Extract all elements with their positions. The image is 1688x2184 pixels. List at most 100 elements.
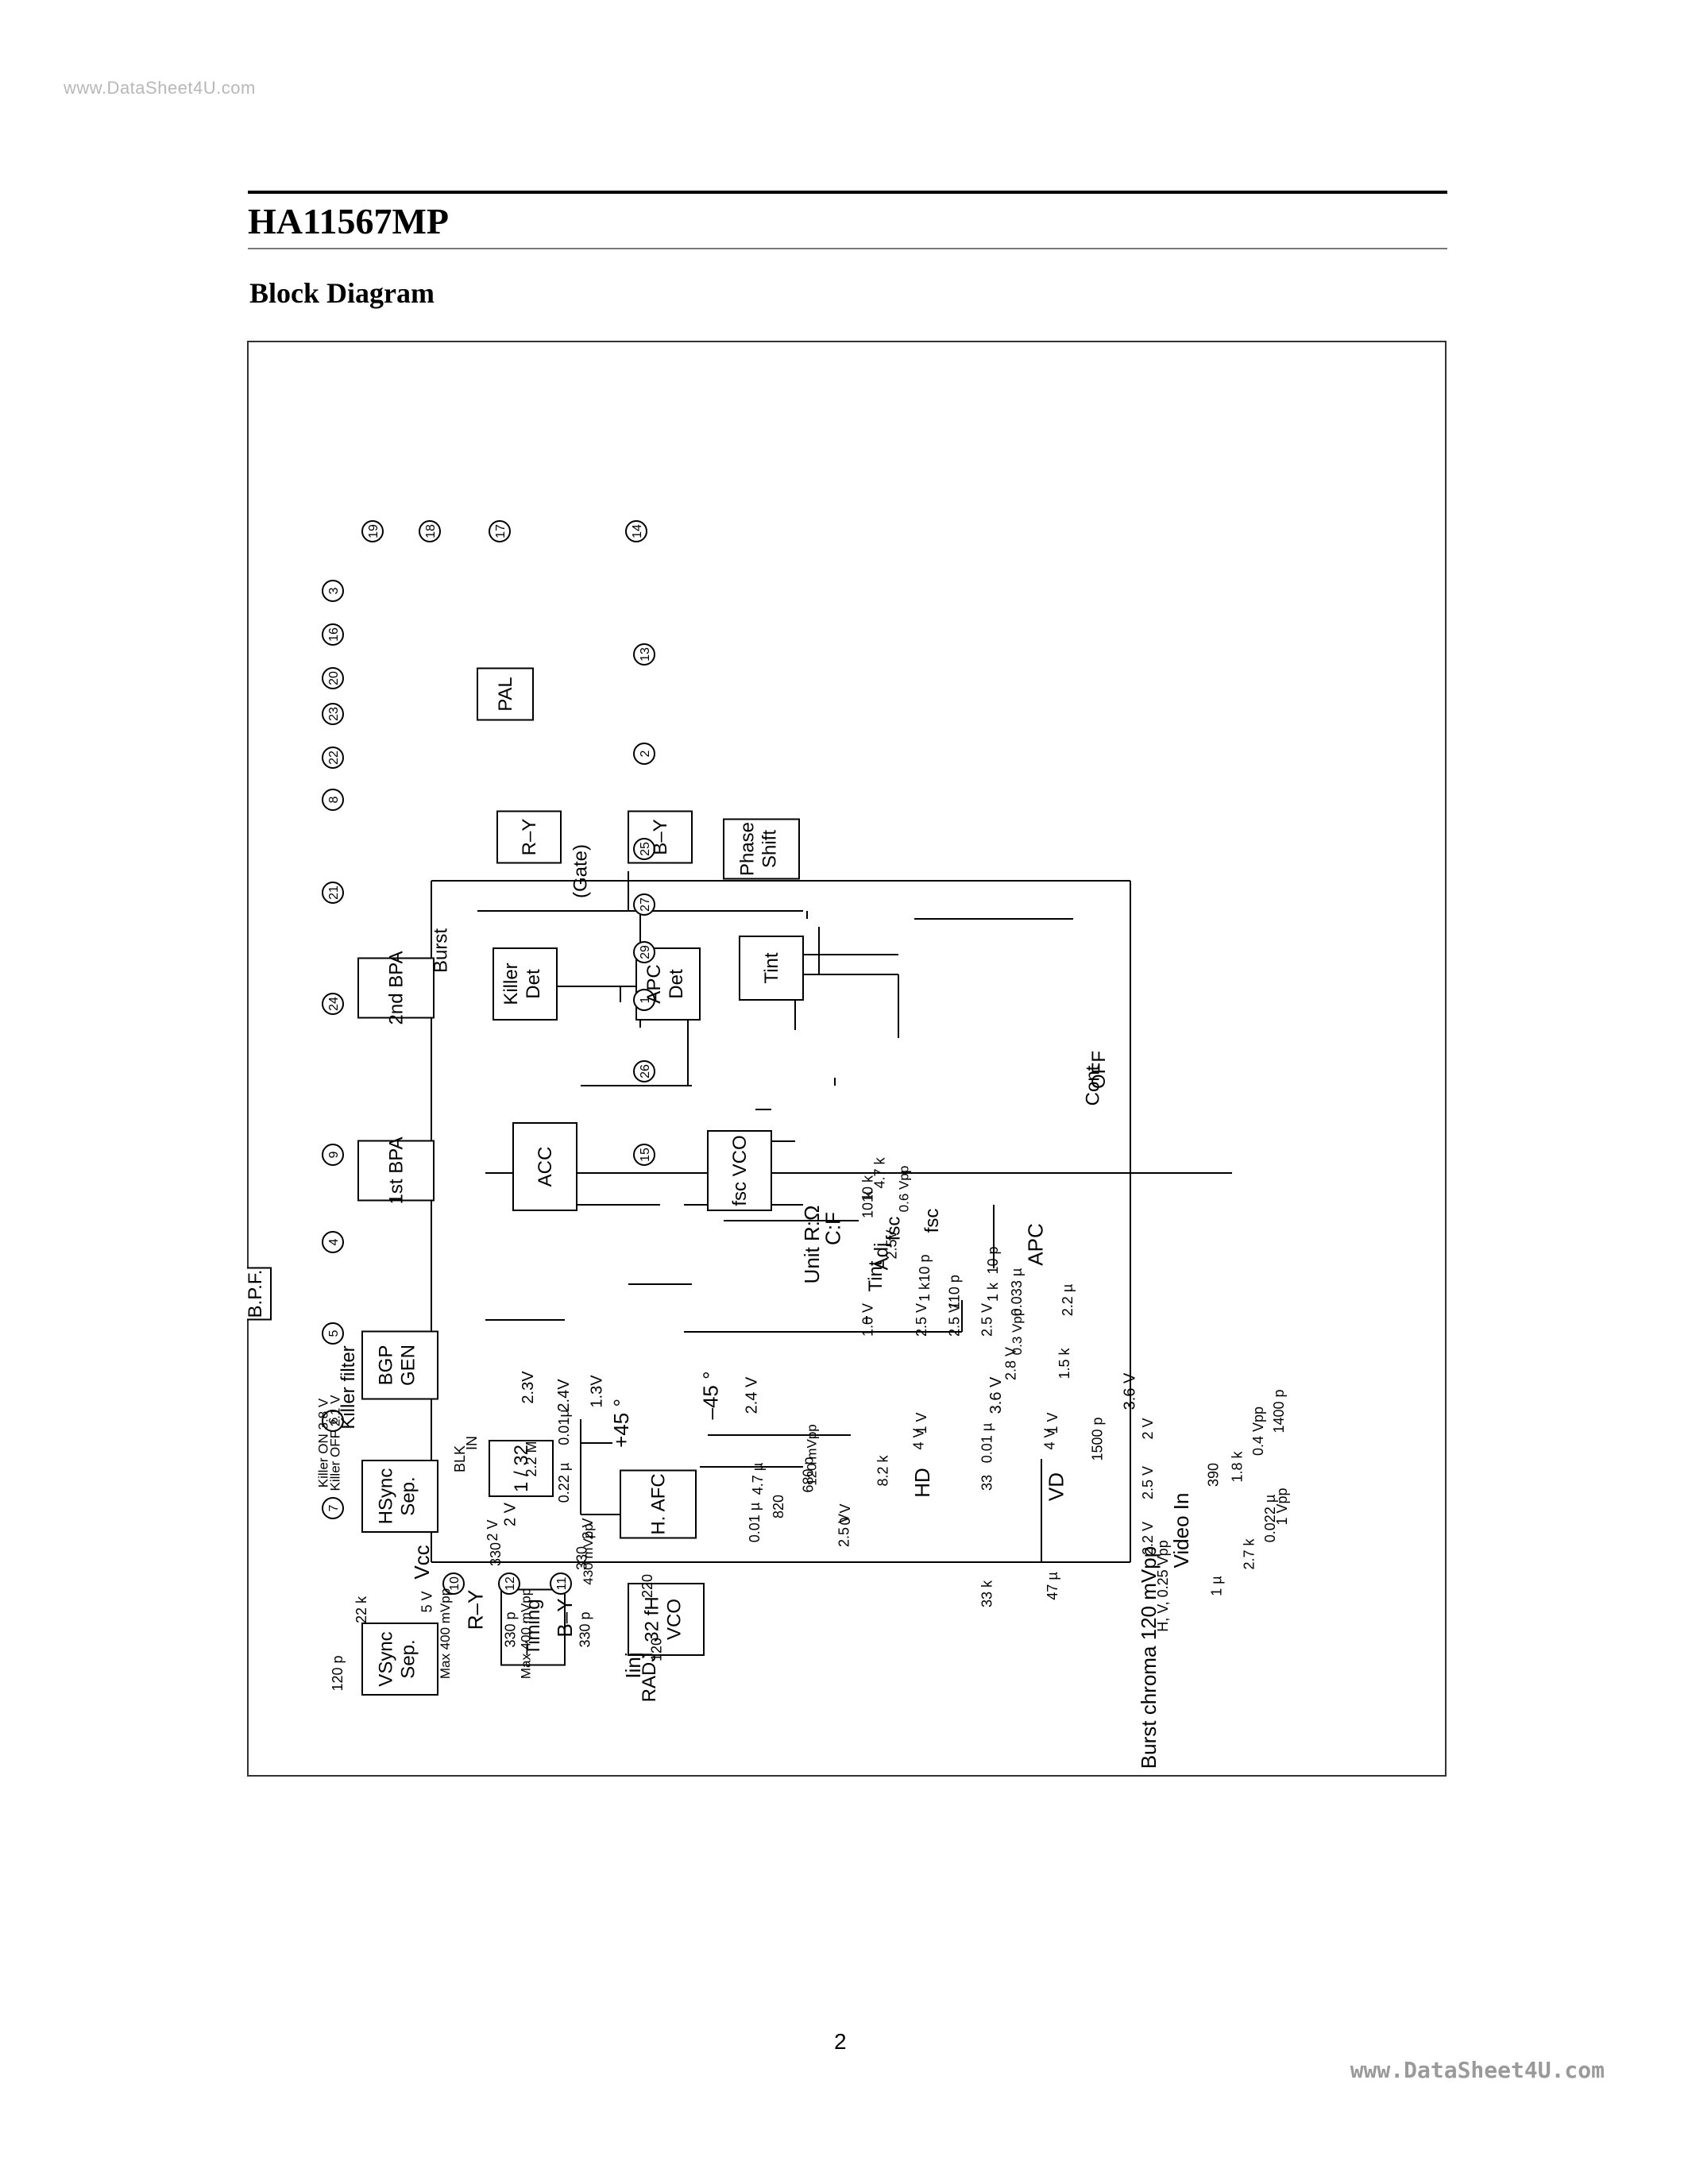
pin-number: 29	[639, 945, 652, 959]
label-c-2-2u: 2.2 µ	[1060, 1284, 1076, 1316]
pin-16	[322, 623, 344, 646]
label-c-120p: 120 p	[330, 1655, 346, 1691]
pin-number: 18	[424, 524, 438, 538]
pin-27	[633, 893, 655, 916]
label-r-820: 820	[771, 1495, 786, 1518]
label-c-330p-b: 330 p	[577, 1611, 593, 1647]
label-apc: APC	[1023, 1223, 1047, 1265]
pin-13	[633, 643, 655, 666]
pin-number: 3	[327, 587, 341, 594]
label-r-33k: 33 k	[979, 1580, 995, 1607]
block-pal	[477, 667, 534, 721]
watermark-bottom: www.DataSheet4U.com	[1350, 2057, 1605, 2083]
pin-6	[322, 1410, 344, 1432]
pin-number: 10	[448, 1576, 462, 1591]
label-v5: 5 V	[419, 1591, 435, 1612]
label-mvpp430: 430 mVpp	[581, 1523, 596, 1585]
pin-number: 24	[327, 997, 341, 1011]
label-v4-b: 4 V	[1041, 1428, 1057, 1449]
block-label-vco32-2: VCO	[664, 1599, 686, 1640]
label-radj: RADJ	[639, 1653, 660, 1703]
pin-24	[322, 993, 344, 1015]
block-phase-shift	[723, 818, 800, 880]
label-r-1k-b: 1 k	[985, 1282, 1001, 1302]
label-r-1-5k: 1.5 k	[1056, 1347, 1072, 1379]
block-label-killer-det-2: Det	[523, 969, 544, 999]
pin-number: 7	[327, 1504, 341, 1511]
label-killer-filter: Killer filter	[338, 1345, 359, 1429]
label-blk-in-1: BLK	[452, 1445, 468, 1472]
label-r-10k-a: 10 k	[860, 1190, 876, 1218]
block-label-apc-det-1: APC	[643, 964, 665, 1003]
label-c-0-01u-a: 0.01µ	[556, 1409, 572, 1445]
label-killer-on: Killer ON 3.8 V	[315, 1398, 330, 1488]
block-label-pal: PAL	[495, 677, 516, 712]
pin-3	[322, 580, 344, 602]
label-ry-out: R–Y	[463, 1590, 487, 1630]
label-r-4-7k: 4.7 k	[872, 1156, 888, 1188]
label-vpp1: 1 Vpp	[1274, 1488, 1290, 1525]
label-v2-5-f: 2.5 V	[979, 1303, 995, 1337]
watermark-top: www.DataSheet4U.com	[64, 78, 256, 98]
label-c-1500p: 1500 p	[1089, 1417, 1105, 1461]
diagram-frame	[247, 341, 1447, 1777]
pin-number: 25	[639, 842, 652, 856]
block-label-fsc-vco: fsc VCO	[729, 1135, 751, 1206]
label-vpp03: 0.3 Vpp	[1010, 1309, 1025, 1356]
block-label-phase-shift-2: Shift	[759, 830, 781, 868]
label-mvpp120: 120 mVpp	[804, 1424, 819, 1486]
pin-18	[419, 520, 441, 542]
block-label-r-y: R–Y	[519, 819, 540, 856]
block-bgp-gen	[361, 1330, 438, 1400]
label-fsc-2: fsc	[921, 1209, 943, 1233]
block-label-vsync-1: VSync	[376, 1631, 397, 1686]
label-r-330-b: 330	[574, 1546, 590, 1570]
label-c-0-01u-b: 0.01 µ	[747, 1503, 763, 1542]
label-r-2-2m: 2.2 M	[523, 1441, 539, 1476]
label-v2-pin18: 2 V	[485, 1519, 500, 1541]
label-plus45: +45 °	[609, 1399, 633, 1448]
label-max400-b: Max 400 mVpp	[518, 1588, 533, 1679]
label-v2-5-c: 2.5V	[884, 1229, 900, 1259]
block-hsync	[361, 1460, 438, 1533]
label-c-1400p: 1400 p	[1271, 1389, 1287, 1433]
pin-number: 13	[639, 647, 652, 662]
pin-14	[625, 520, 647, 542]
block-label-hsync-2: Sep.	[398, 1476, 419, 1515]
label-unit-2: C:F	[821, 1212, 844, 1245]
pin-7	[322, 1497, 344, 1519]
label-minus45: –45 °	[699, 1371, 723, 1419]
block-bpf	[247, 1267, 272, 1321]
label-r-390: 390	[1206, 1463, 1222, 1487]
pin-number: 1	[639, 996, 652, 1003]
label-c-0-022u: 0.022 µ	[1262, 1495, 1278, 1542]
block-label-b-y: B–Y	[650, 819, 671, 855]
label-vpp06: 0.6 Vpp	[897, 1166, 912, 1213]
pin-9	[322, 1144, 344, 1166]
block-bpa1	[357, 1140, 435, 1202]
label-v2-5-b: 2.5 V	[1140, 1466, 1156, 1499]
pin-5	[322, 1322, 344, 1345]
label-v2-pin17: 2 V	[580, 1518, 596, 1539]
label-unit-1: Unit R:Ω	[800, 1206, 824, 1284]
label-v1-a: 1 V	[914, 1412, 929, 1433]
pin-23	[322, 703, 344, 725]
pin-number: 8	[327, 796, 341, 803]
label-cont-off-1: Cont	[1083, 1065, 1104, 1106]
pin-number: 6	[327, 1417, 341, 1424]
block-label-timing: Timing	[523, 1599, 544, 1655]
label-v2-5-d: 2.5 V	[914, 1303, 929, 1337]
pin-number: 16	[327, 627, 341, 642]
block-div32	[489, 1440, 554, 1497]
label-v2-pin11: 2 V	[1140, 1418, 1156, 1439]
pin-25	[633, 838, 655, 860]
label-blk-in-2: IN	[464, 1436, 480, 1450]
block-label-hafc: H. AFC	[648, 1473, 670, 1534]
label-c-0-22u: 0.22 µ	[556, 1463, 572, 1503]
pin-29	[633, 941, 655, 963]
label-v2-5-a: 2.5 V	[836, 1514, 852, 1547]
pin-20	[322, 667, 344, 689]
block-label-tint: Tint	[761, 952, 782, 983]
pin-11	[550, 1572, 572, 1595]
pin-number: 22	[327, 751, 341, 765]
